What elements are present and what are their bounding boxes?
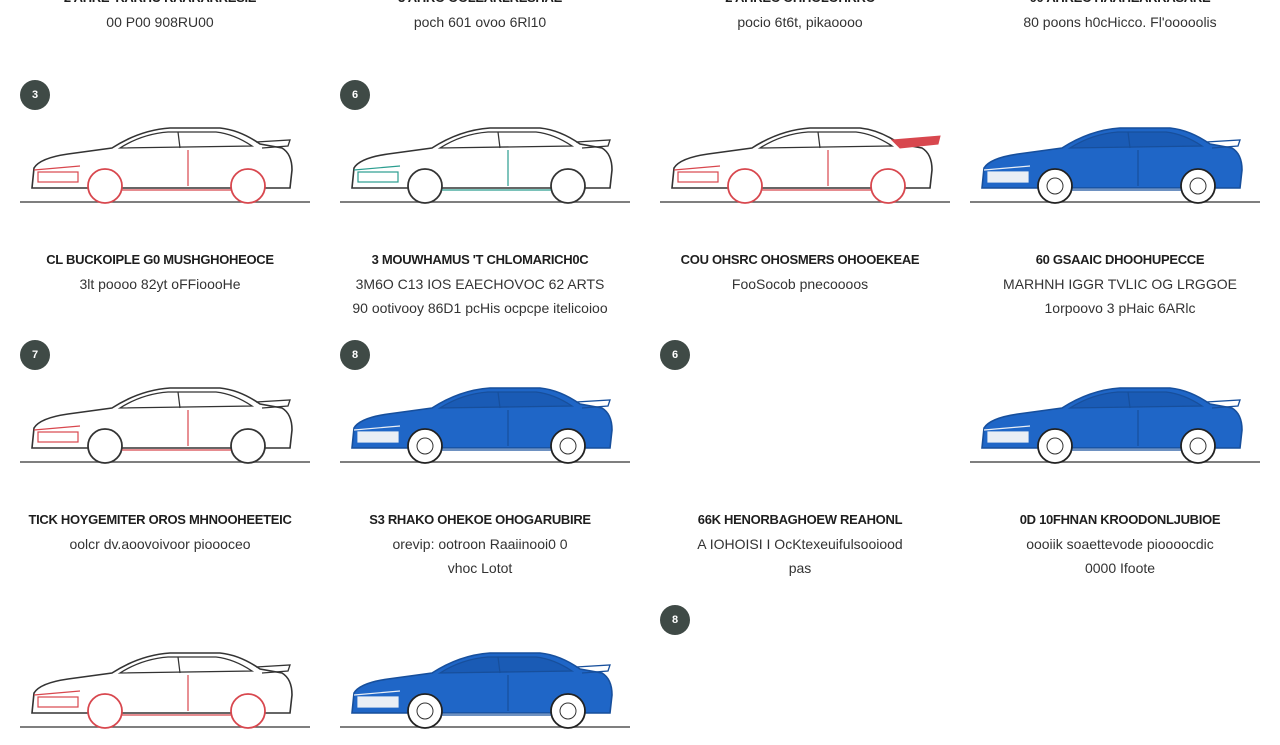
step-caption: CL BUCKOIPLE G0 MUSHGHOHEOCE 3lt poooo 8… (0, 248, 320, 296)
step-number-badge: 8 (340, 340, 370, 370)
drawing-step (960, 80, 1280, 220)
step-title: S3 RHAKO OHEKOE OHOGARUBIRE (369, 512, 591, 527)
step-description: vhoc Lotot (447, 560, 513, 576)
step-title: 60 GSAAIC DHOOHUPECCE (1035, 252, 1205, 267)
drawing-step (640, 80, 960, 220)
step-description: oooiik soaettevode pioooocdic (1026, 536, 1214, 552)
car-drawing (340, 110, 630, 215)
drawing-step: 8 (640, 605, 960, 745)
top-caption-4: 00 AHREC HAAHEARRASARE 80 poons h0cHicco… (960, 0, 1280, 34)
step-description: 1orpoovo 3 pHaic 6ARlc (1044, 300, 1196, 316)
step-caption: 3 MOUWHAMUS 'T CHLOMARICH0C 3M6O C13 IOS… (320, 248, 640, 320)
step-description: poch 601 ovoo 6Rl10 (413, 14, 547, 30)
drawing-step: 6 (320, 80, 640, 220)
step-number-badge: 6 (660, 340, 690, 370)
step-title: CL BUCKOIPLE G0 MUSHGHOHEOCE (46, 252, 274, 267)
step-caption: TICK HOYGEMITER OROS MHNOOHEETEIC oolcr … (0, 508, 320, 556)
step-description: 90 ootivooy 86D1 pcHis ocpcpe itelicoioo (352, 300, 608, 316)
step-title: 2 AHRE 'RARHU RAARARRESIE (0, 0, 320, 10)
step-caption: COU OHSRC OHOSMERS OHOOEKEAE FooSocob pn… (640, 248, 960, 296)
step-description: 3M6O C13 IOS EAECHOVOC 62 ARTS (355, 276, 605, 292)
top-caption-3: 2 AHREC OHHOLOHRRC pocio 6t6t, pikaoooo (640, 0, 960, 34)
step-number-badge: 7 (20, 340, 50, 370)
step-number-badge: 8 (660, 605, 690, 635)
step-title: 3 AHRO OOLEARLRESHAE (320, 0, 640, 10)
step-title: 3 MOUWHAMUS 'T CHLOMARICH0C (371, 252, 589, 267)
step-description: 80 poons h0cHicco. Fl'ooooolis (1023, 14, 1217, 30)
drawing-step: 3 (0, 80, 320, 220)
step-title: 66K HENORBAGHOEW REAHONL (697, 512, 903, 527)
drawing-step: 8 (320, 340, 640, 480)
step-number-badge: 6 (340, 80, 370, 110)
car-drawing (20, 110, 310, 215)
step-description: FooSocob pnecoooos (731, 276, 869, 292)
step-description: MARHNH IGGR TVLIC OG LRGGOE (1003, 276, 1237, 292)
car-drawing (660, 110, 950, 215)
step-title: 00 AHREC HAAHEARRASARE (960, 0, 1280, 10)
top-caption-1: 2 AHRE 'RARHU RAARARRESIE 00 P00 908RU00 (0, 0, 320, 34)
step-description: oolcr dv.aoovoivoor pioooceo (69, 536, 251, 552)
step-title: 0D 10FHNAN KROODONLJUBIOE (1019, 512, 1221, 527)
step-title: TICK HOYGEMITER OROS MHNOOHEETEIC (28, 512, 292, 527)
step-description: pas (788, 560, 812, 576)
step-title: 2 AHREC OHHOLOHRRC (640, 0, 960, 10)
top-caption-2: 3 AHRO OOLEARLRESHAE poch 601 ovoo 6Rl10 (320, 0, 640, 34)
drawing-step (0, 605, 320, 745)
step-caption: 60 GSAAIC DHOOHUPECCE MARHNH IGGR TVLIC … (960, 248, 1280, 320)
car-drawing (20, 635, 310, 740)
car-drawing (340, 635, 630, 740)
step-caption: 0D 10FHNAN KROODONLJUBIOE oooiik soaette… (960, 508, 1280, 580)
step-description: A IOHOISI I OcKtexeuifulsooiood (697, 536, 903, 552)
step-description: 3lt poooo 82yt oFFioooHe (79, 276, 241, 292)
drawing-step (320, 605, 640, 745)
car-drawing (20, 370, 310, 475)
step-description: 00 P00 908RU00 (106, 14, 214, 30)
car-drawing (970, 370, 1260, 475)
step-caption: 66K HENORBAGHOEW REAHONL A IOHOISI I OcK… (640, 508, 960, 580)
drawing-step: 7 (0, 340, 320, 480)
step-description: pocio 6t6t, pikaoooo (737, 14, 863, 30)
car-drawing (340, 370, 630, 475)
drawing-step (960, 340, 1280, 480)
step-description: 0000 Ifoote (1084, 560, 1156, 576)
step-description: orevip: ootroon Raaiinooi0 0 (392, 536, 568, 552)
step-number-badge: 3 (20, 80, 50, 110)
step-caption: S3 RHAKO OHEKOE OHOGARUBIRE orevip: ootr… (320, 508, 640, 580)
drawing-step: 6 (640, 340, 960, 480)
drawing-step (960, 605, 1280, 745)
step-title: COU OHSRC OHOSMERS OHOOEKEAE (680, 252, 920, 267)
car-drawing (970, 110, 1260, 215)
